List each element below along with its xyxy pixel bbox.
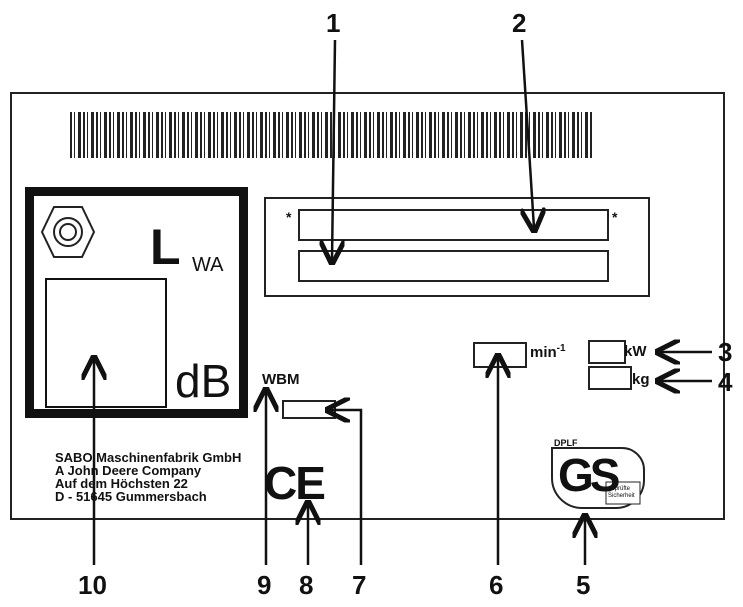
db-unit: dB: [175, 355, 232, 407]
gs-letters: GS: [558, 449, 621, 501]
address-line: Auf dem Höchsten 22: [55, 476, 188, 491]
lwa-subscript: WA: [192, 254, 224, 276]
power-unit: kW: [624, 343, 647, 360]
mass-unit: kg: [632, 371, 650, 388]
gs-mark-icon: DPLF GS geprüfte Sicherheit: [548, 438, 648, 512]
callout-5: 5: [576, 570, 591, 600]
leader-2: [522, 39, 534, 228]
callout-2: 2: [512, 8, 527, 38]
mass-field: [588, 366, 632, 390]
identification-frame: [264, 197, 650, 297]
callout-8: 8: [299, 570, 314, 600]
lwa-symbol: L: [150, 219, 181, 275]
hex-nut-icon: [40, 206, 96, 258]
leader-7: [330, 410, 363, 565]
id-marker-right: *: [612, 209, 618, 225]
barcode: [70, 112, 594, 158]
callout-1: 1: [326, 8, 341, 38]
callout-3: 3: [718, 337, 733, 367]
speed-unit: min-1: [530, 343, 566, 361]
callout-6: 6: [489, 570, 504, 600]
wbm-label: WBM: [262, 371, 300, 388]
sound-power-value-field: [45, 278, 167, 408]
ce-mark: CE: [264, 457, 326, 509]
callout-10: 10: [78, 570, 107, 600]
gs-top-text: DPLF: [554, 438, 578, 448]
address-line: SABO Maschinenfabrik GmbH: [55, 450, 242, 465]
address-line: A John Deere Company: [55, 463, 202, 478]
callout-9: 9: [257, 570, 272, 600]
power-field: [588, 340, 626, 364]
id-marker-left: *: [286, 209, 292, 225]
sound-power-box: [25, 187, 248, 418]
gs-side-text: geprüfte Sicherheit: [608, 486, 635, 499]
machine-type-field: [298, 209, 609, 241]
rating-plate: [10, 92, 725, 520]
callout-4: 4: [718, 367, 733, 397]
callout-7: 7: [352, 570, 367, 600]
leader-1: [332, 39, 335, 260]
serial-number-field: [298, 250, 609, 282]
